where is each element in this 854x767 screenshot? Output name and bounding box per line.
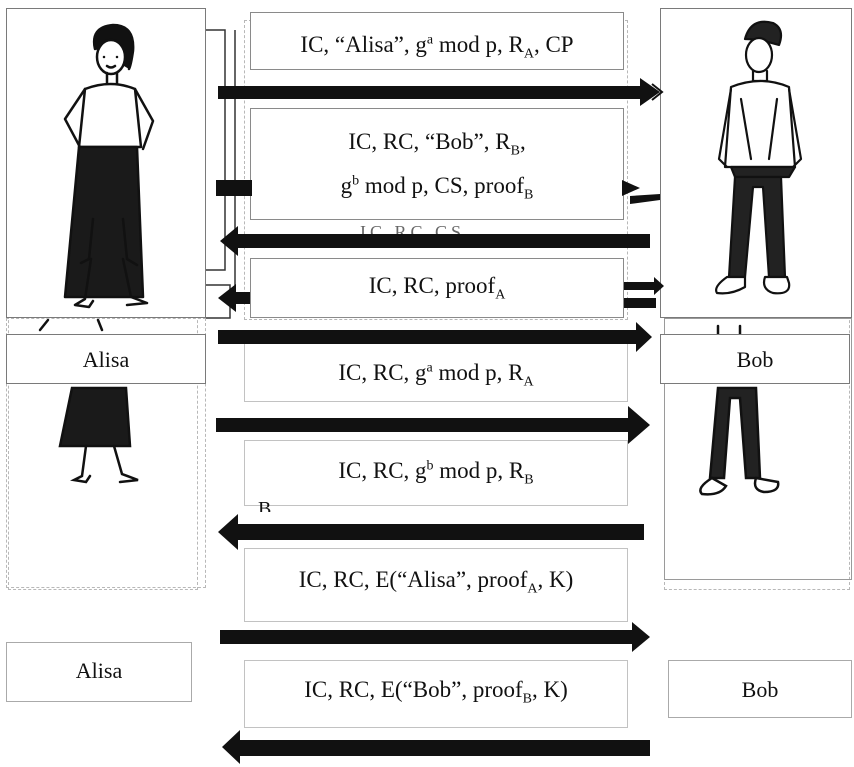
message-6: IC, RC, E(“Alisa”, proofA, K) bbox=[244, 548, 628, 622]
message-text-m1: IC, “Alisa”, ga mod p, RA, CP bbox=[300, 31, 574, 62]
message-text-run: g bbox=[340, 173, 353, 199]
message-subscript: A bbox=[523, 46, 534, 62]
message-supscript: a bbox=[426, 32, 434, 47]
message-text-m4: IC, RC, ga mod p, RA bbox=[338, 359, 533, 390]
alice-lower-panel bbox=[6, 318, 206, 588]
bob-label-1: Bob bbox=[660, 334, 850, 384]
arrow-right-icon bbox=[218, 322, 652, 352]
message-text-run: mod p, R bbox=[433, 457, 525, 483]
message-text-run: IC, RC, g bbox=[338, 359, 427, 385]
message-subscript: A bbox=[523, 374, 534, 390]
message-subscript: B bbox=[510, 143, 520, 159]
message-text-run: mod p, CS, proof bbox=[359, 173, 524, 199]
message-text-m2b: gb mod p, CS, proofB bbox=[340, 173, 534, 203]
arrow-left-icon bbox=[220, 226, 650, 256]
message-text-m2a: IC, RC, “Bob”, RB, bbox=[348, 129, 526, 159]
message-5: IC, RC, gb mod p, RB bbox=[244, 440, 628, 506]
message-text-m5: IC, RC, gb mod p, RB bbox=[338, 457, 533, 488]
message-text-run: IC, RC, E(“Bob”, proof bbox=[304, 677, 523, 702]
message-text-run: IC, RC, proof bbox=[368, 273, 496, 298]
message-2: IC, RC, “Bob”, RB,gb mod p, CS, proofB bbox=[250, 108, 624, 220]
message-subscript: B bbox=[524, 472, 534, 488]
message-text-run: IC, RC, “Bob”, R bbox=[348, 129, 511, 154]
alice-label-1: Alisa bbox=[6, 334, 206, 384]
arrow-right-icon bbox=[220, 622, 650, 652]
arrow-right-icon bbox=[218, 78, 664, 106]
partial-row-fragment: IC RC CS bbox=[360, 222, 466, 234]
message-text-run: , K) bbox=[532, 677, 568, 702]
message-7: IC, RC, E(“Bob”, proofB, K) bbox=[244, 660, 628, 728]
message-text-run: IC, RC, g bbox=[338, 457, 427, 483]
message-3: IC, RC, proofA bbox=[250, 258, 624, 318]
message-text-m7: IC, RC, E(“Bob”, proofB, K) bbox=[304, 677, 568, 707]
message-text-run: , bbox=[519, 129, 526, 154]
message-subscript: B bbox=[522, 691, 533, 707]
message-subscript: A bbox=[527, 581, 538, 597]
message-supscript: b bbox=[352, 173, 360, 189]
arrow-right-icon bbox=[216, 406, 650, 444]
alice-panel bbox=[6, 8, 206, 318]
message-supscript: a bbox=[426, 360, 433, 375]
message-text-run: IC, “Alisa”, g bbox=[300, 31, 427, 57]
arrow-left-icon bbox=[222, 730, 650, 764]
bob-label-2: Bob bbox=[668, 660, 852, 718]
woman-figure-icon bbox=[63, 23, 155, 309]
man-figure-icon bbox=[715, 20, 803, 295]
alice-label-2: Alisa bbox=[6, 642, 192, 702]
message-text-run: , CP bbox=[533, 31, 574, 57]
message-text-run: mod p, R bbox=[433, 31, 524, 57]
message-subscript: B bbox=[524, 187, 534, 203]
message-text-m3: IC, RC, proofA bbox=[368, 273, 506, 303]
message-text-m6: IC, RC, E(“Alisa”, proofA, K) bbox=[298, 567, 574, 597]
message-text-run: , K) bbox=[537, 567, 574, 592]
arrow-left-icon bbox=[218, 514, 644, 550]
arrow-right-icon bbox=[216, 180, 660, 204]
message-subscript: A bbox=[495, 287, 506, 303]
message-supscript: b bbox=[426, 458, 434, 473]
message-text-run: IC, RC, E(“Alisa”, proof bbox=[298, 567, 528, 592]
message-text-run: mod p, R bbox=[432, 359, 524, 385]
bob-lower-panel bbox=[664, 318, 852, 580]
partial-b-fragment: B bbox=[258, 498, 272, 512]
arrow-left-icon bbox=[218, 277, 664, 312]
message-1: IC, “Alisa”, ga mod p, RA, CP bbox=[250, 12, 624, 70]
bob-panel bbox=[660, 8, 852, 318]
